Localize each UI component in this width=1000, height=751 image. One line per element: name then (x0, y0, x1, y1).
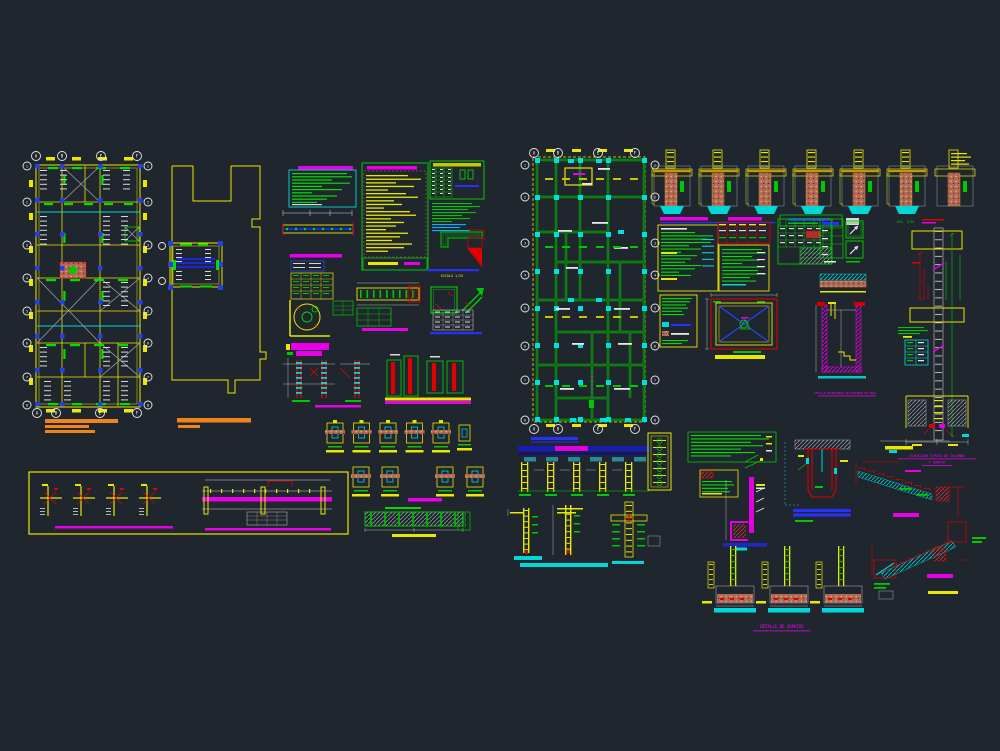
vigueta-detail (282, 210, 354, 300)
grid-bubble-label: F (634, 150, 637, 155)
grid-bubble-label: E (99, 410, 102, 415)
drawing-label: DETALLE DE ZAPATAS (760, 624, 804, 629)
grid-bubble-label: 5 (654, 306, 656, 310)
left-structural-plan: A B E F A B E F 1 2 3 4 5 6 7 8 1 2 3 4 5 6 7 8 (22, 151, 153, 433)
stair-details (855, 440, 986, 600)
tub-detail (784, 439, 851, 522)
ladder-detail (356, 282, 421, 331)
corner-detail: ESCALA 1/25 (427, 229, 485, 278)
grid-bubble-label: 2 (147, 200, 149, 204)
grid-bubble-label: 4 (654, 273, 656, 277)
grid-bubble-label: A (533, 150, 536, 155)
grid-bubble-label: E (597, 426, 600, 431)
drawing-label: ESC. 1/25 (897, 220, 914, 224)
small-slab-plan (158, 241, 223, 290)
grid-bubble-label: 2 (654, 195, 656, 199)
long-beam-detail (364, 507, 471, 537)
drawing-label: Y ZAPATA (929, 461, 945, 465)
foundation-beam-strip (518, 431, 777, 498)
green-beam-sections (385, 354, 471, 404)
bottom-left-panel (28, 471, 349, 535)
grid-bubble-label: 8 (147, 403, 149, 407)
section-row-b (351, 466, 485, 502)
section-row-a (325, 420, 472, 453)
schedule-boxes (657, 218, 833, 348)
drawing-label: DETALLE ESTRUCTURAL DE CISTERNA DE AGUA (815, 391, 876, 395)
grid-bubble-label: 8 (654, 418, 656, 422)
grid-bubble-label: 7 (654, 378, 656, 382)
beam-schedule-table (429, 160, 485, 232)
magenta-column-detail (723, 477, 767, 551)
grid-bubble-label: 3 (147, 243, 149, 247)
grid-bubble-label: A (36, 410, 39, 415)
notes-main-box (361, 162, 429, 271)
drawing-label: ESCALA 1/25 (441, 274, 463, 278)
wall-sections (507, 501, 661, 567)
grid-bubble-label: B (557, 426, 560, 431)
column-elevation-detail: ELEVACION TIPICA DE COLUMNA Y ZAPATA (898, 219, 976, 466)
zapata-details: DETALLE DE ZAPATAS (702, 546, 864, 632)
grid-bubble-label: F (634, 426, 637, 431)
grid-bubble-label: 3 (524, 241, 526, 245)
grid-bubble-label: 6 (26, 341, 28, 345)
grid-bubble-label: 2 (524, 195, 526, 199)
roof-outline-plan (171, 165, 267, 428)
notes-cyan-box (288, 166, 357, 208)
grid-bubble-label: 6 (524, 344, 526, 348)
grid-bubble-label: E (597, 150, 600, 155)
grid-bubble-label: 1 (147, 164, 149, 168)
circular-detail (289, 300, 354, 337)
grid-bubble-label: 5 (147, 309, 149, 313)
grid-bubble-label: 1 (524, 163, 526, 167)
grid-bubble-label: 8 (524, 418, 526, 422)
grid-bubble-label: 8 (26, 403, 28, 407)
footing-details-row: ESC. 1/25 (651, 149, 976, 227)
grid-bubble-label: 7 (524, 378, 526, 382)
grid-bubble-label: B (61, 153, 64, 158)
grid-bubble-label: A (35, 153, 38, 158)
foundation-plan: A B E F A B E F 1 2 3 4 5 6 7 8 1 2 3 4 5 6 7 8 (520, 148, 660, 443)
grid-bubble-label: 4 (524, 273, 526, 277)
grid-bubble-label: F (136, 153, 139, 158)
grid-bubble-label: 4 (26, 276, 28, 280)
grid-bubble-label: 5 (524, 306, 526, 310)
grid-bubble-label: A (533, 426, 536, 431)
grid-bubble-label: 7 (147, 375, 149, 379)
grid-bubble-label: F (136, 410, 139, 415)
grid-bubble-label: 1 (654, 163, 656, 167)
grid-bubble-label: 7 (26, 375, 28, 379)
grid-bubble-label: 5 (26, 309, 28, 313)
grid-bubble-label: 6 (147, 341, 149, 345)
arrow-details (430, 286, 484, 335)
grid-bubble-label: 1 (26, 164, 28, 168)
grid-bubble-label: E (100, 153, 103, 158)
drawing-label: ELEVACION TIPICA DE COLUMNA (909, 454, 964, 458)
grid-bubble-label: B (557, 150, 560, 155)
grid-bubble-label: B (55, 410, 58, 415)
cistern-section-detail: DETALLE ESTRUCTURAL DE CISTERNA DE AGUA (815, 218, 876, 397)
grid-bubble-label: 6 (654, 344, 656, 348)
splice-details (283, 343, 370, 408)
cistern-plan-detail (705, 293, 778, 359)
grid-bubble-label: 4 (147, 276, 149, 280)
grid-bubble-label: 3 (654, 241, 656, 245)
grid-bubble-label: 3 (26, 243, 28, 247)
grid-bubble-label: 2 (26, 200, 28, 204)
